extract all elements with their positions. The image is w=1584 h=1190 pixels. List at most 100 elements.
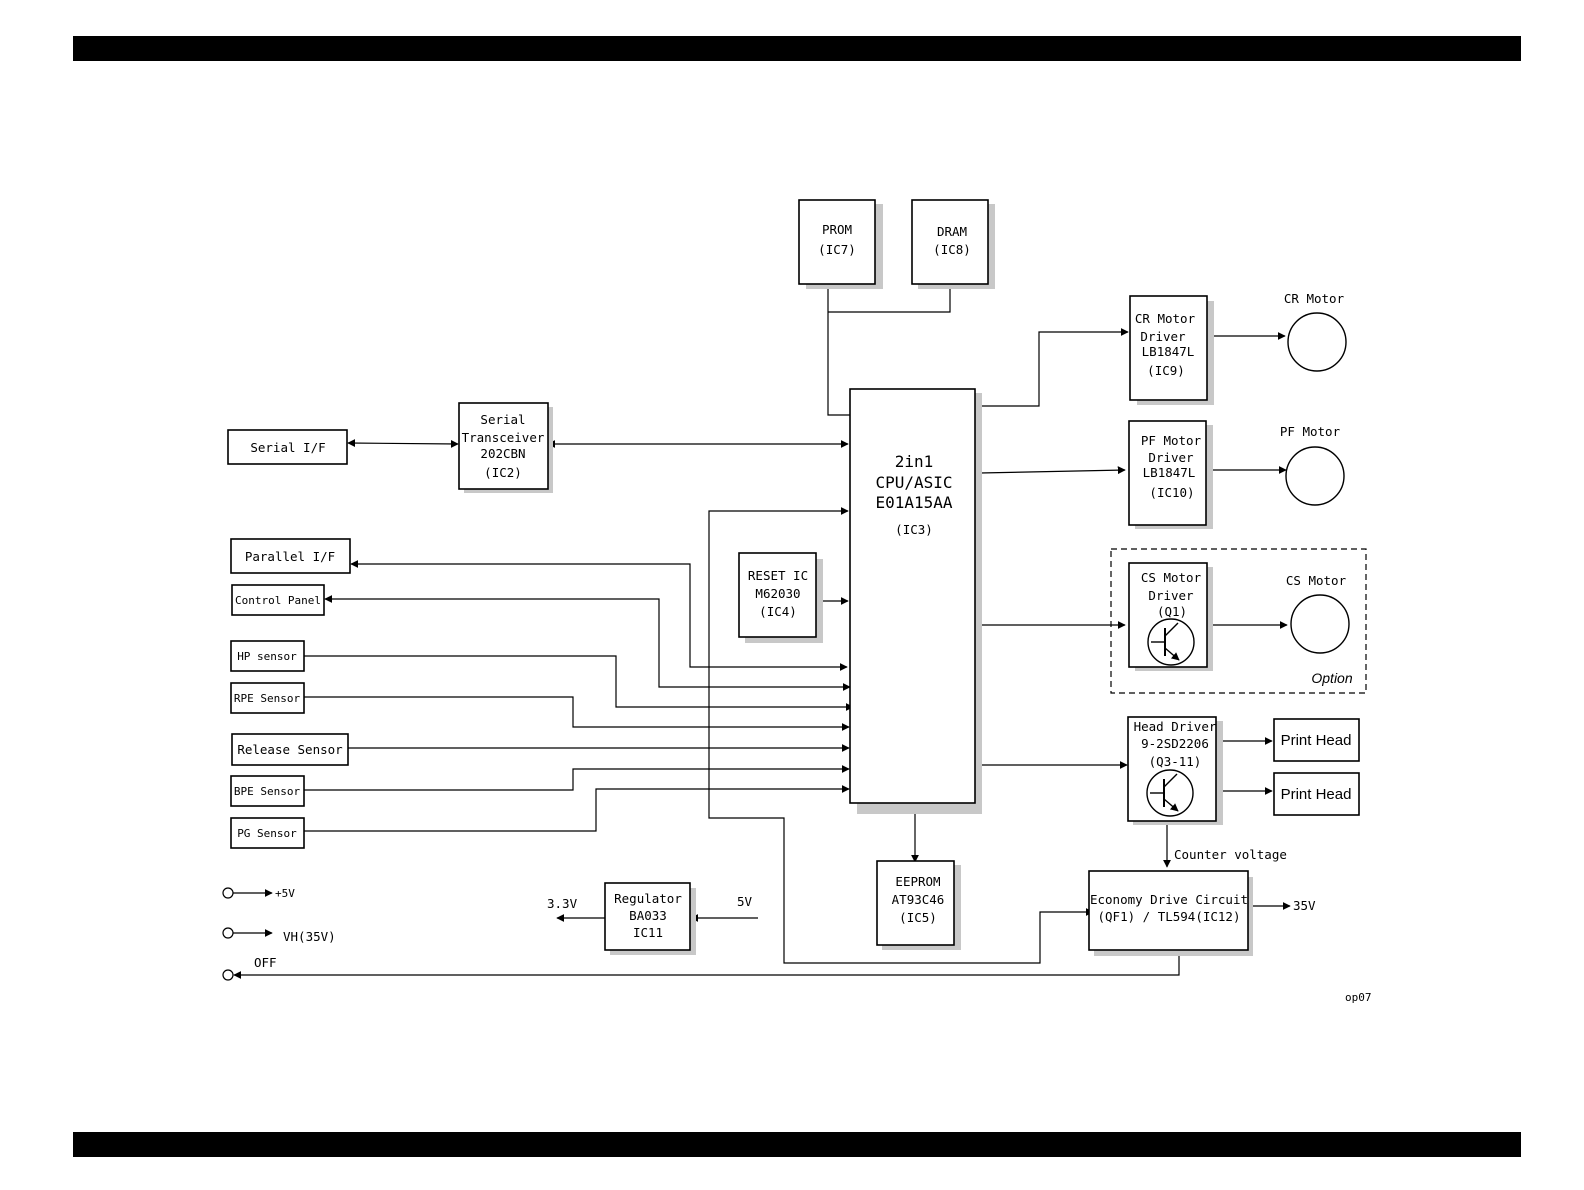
cs-motor-driver-block: CS Motor Driver (Q1) [1128,562,1208,668]
wire-serial-if [347,439,459,448]
pf-driver-line-4: (IC10) [1149,485,1194,500]
cr-motor-driver-block: CR Motor Driver LB1847L (IC9) [1129,295,1208,401]
reset-ic-block: RESET IC M62030 (IC4) [738,552,817,638]
wire-cpu-cr-driver [975,328,1129,407]
pf-driver-line-1: PF Motor [1141,433,1202,448]
transceiver-line-2: Transceiver [462,430,545,445]
pf-motor-label: PF Motor [1280,424,1341,439]
pg-sensor-label: PG Sensor [237,827,297,840]
eeprom-line-2: AT93C46 [892,892,945,907]
cr-motor: CR Motor [1284,291,1347,372]
cs-motor-label: CS Motor [1286,573,1347,588]
head-driver-line-2: 9-2SD2206 [1141,736,1209,751]
transistor-head-icon [1146,769,1194,817]
reset-line-2: M62030 [755,586,800,601]
cr-motor-label: CR Motor [1284,291,1345,306]
eeprom-line-1: EEPROM [895,874,940,889]
option-dashed-box [1110,548,1367,694]
prom-line-1: PROM [822,222,852,237]
economy-drive-block: Economy Drive Circuit (QF1) / TL594(IC12… [1088,870,1249,951]
cr-driver-line-4: (IC9) [1147,363,1185,378]
terminal-vh35 [222,927,234,939]
pf-driver-line-2: Driver [1148,450,1194,465]
hp-sensor-label: HP sensor [237,650,297,663]
serial-transceiver-block: Serial Transceiver 202CBN (IC2) [458,402,549,490]
prom-block: PROM (IC7) [798,199,876,285]
wire-cpu-pf-driver [979,466,1126,475]
serial-if-label: Serial I/F [250,440,325,455]
regulator-block: Regulator BA033 IC11 [604,882,691,951]
pf-motor: PF Motor [1280,424,1345,506]
hp-sensor-box: HP sensor [230,640,305,672]
economy-line-2: (QF1) / TL594(IC12) [1098,909,1241,924]
plus5v-label: +5V [275,887,295,900]
pf-motor-driver-block: PF Motor Driver LB1847L (IC10) [1128,420,1207,526]
dram-line-1: DRAM [937,224,967,239]
cr-driver-line-2: Driver [1140,329,1186,344]
head-driver-line-3: (Q3-11) [1149,754,1202,769]
cs-driver-line-1: CS Motor [1141,570,1202,585]
cpu-line-2: CPU/ASIC [875,473,952,492]
dram-block: DRAM (IC8) [911,199,989,285]
head-driver-line-1: Head Driver [1134,719,1217,734]
prom-line-2: (IC7) [818,242,856,257]
bpe-sensor-box: BPE Sensor [230,775,305,807]
print-head-1-label: Print Head [1281,732,1352,749]
cr-driver-line-1: CR Motor [1135,311,1196,326]
eeprom-block: EEPROM AT93C46 (IC5) [876,860,955,946]
cs-driver-line-3: (Q1) [1157,604,1187,619]
option-label: Option [1311,670,1352,686]
head-driver-block: Head Driver 9-2SD2206 (Q3-11) [1127,716,1217,822]
cs-motor: CS Motor [1286,573,1350,654]
counter-voltage-label: Counter voltage [1174,847,1287,862]
regulator-line-2: BA033 [629,908,667,923]
header-rule [73,36,1521,61]
v5-label: 5V [737,894,753,909]
v3-3-label: 3.3V [547,896,578,911]
wire-dram-bus [828,286,951,313]
wire-off [233,950,1180,979]
control-panel-box: Control Panel [231,584,325,616]
parallel-if-label: Parallel I/F [245,549,335,564]
cpu-line-3: E01A15AA [875,493,952,512]
reset-line-3: (IC4) [759,604,797,619]
transceiver-line-3: 202CBN [480,446,525,461]
print-head-2-label: Print Head [1281,786,1352,803]
release-sensor-box: Release Sensor [231,733,349,766]
figure-id-label: op07 [1345,991,1372,1004]
wire-hp-sensor [304,655,854,711]
print-head-1-box: Print Head [1273,718,1360,762]
regulator-line-3: IC11 [633,925,663,940]
footer-rule [73,1132,1521,1157]
control-panel-label: Control Panel [235,594,321,607]
dram-line-2: (IC8) [933,242,971,257]
wire-control-panel [324,595,851,691]
terminal-off [222,969,234,981]
regulator-line-1: Regulator [614,891,682,906]
rpe-sensor-label: RPE Sensor [234,692,301,705]
wire-prom-cpu [827,286,850,416]
print-head-2-box: Print Head [1273,772,1360,816]
wire-pg-sensor [304,785,850,832]
pg-sensor-box: PG Sensor [230,817,305,849]
parallel-if-box: Parallel I/F [230,538,351,574]
vh35-label: VH(35V) [283,929,336,944]
eeprom-line-3: (IC5) [899,910,937,925]
cs-driver-line-2: Driver [1148,588,1194,603]
terminal-plus5v [222,887,234,899]
pf-driver-line-3: LB1847L [1143,465,1196,480]
bpe-sensor-label: BPE Sensor [234,785,301,798]
transistor-q1-icon [1147,618,1195,666]
economy-line-1: Economy Drive Circuit [1090,892,1248,907]
cr-driver-line-3: LB1847L [1142,344,1195,359]
v35-label: 35V [1293,898,1316,913]
cpu-line-1: 2in1 [895,452,934,471]
reset-line-1: RESET IC [748,568,808,583]
serial-if-box: Serial I/F [227,429,348,465]
cpu-block: 2in1 CPU/ASIC E01A15AA (IC3) [849,388,976,804]
off-label: OFF [254,955,277,970]
transceiver-line-1: Serial [480,412,525,427]
rpe-sensor-box: RPE Sensor [230,682,305,714]
wire-rpe-sensor [304,696,850,731]
